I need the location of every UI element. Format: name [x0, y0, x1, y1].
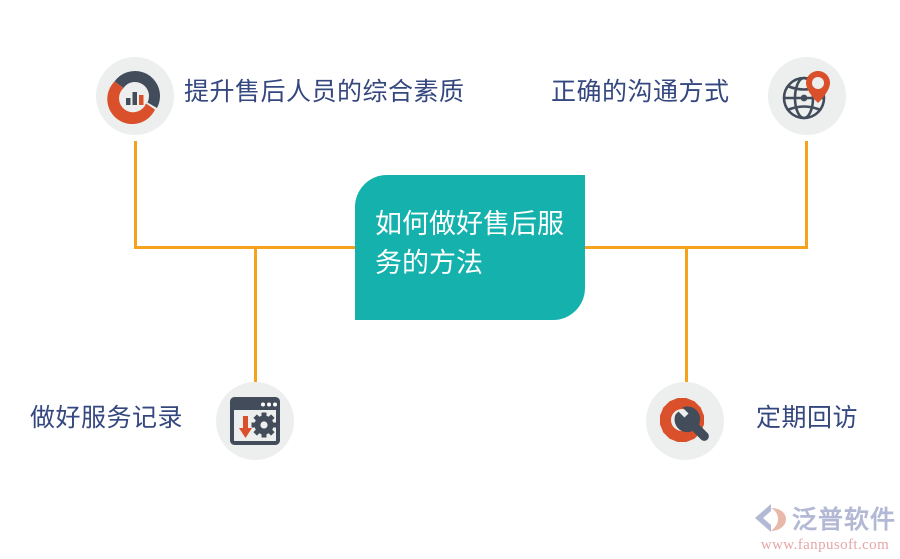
icon-browser-download-gear-circle[interactable]: [216, 382, 294, 460]
node-label-top-right: 正确的沟通方式: [551, 78, 730, 106]
browser-download-gear-icon: [230, 397, 280, 445]
node-label-bottom-left: 做好服务记录: [30, 404, 184, 432]
watermark: 泛普软件 www.fanpusoft.com: [752, 500, 898, 556]
watermark-name: 泛普软件: [791, 506, 896, 534]
connector-top-right-vertical: [805, 141, 808, 249]
connector-bottom-left-vertical: [254, 246, 257, 382]
connector-top-left-vertical: [134, 141, 137, 249]
center-topic-box: 如何做好售后服务的方法: [355, 175, 585, 320]
globe-location-pin-icon: [782, 71, 830, 120]
icon-gear-wrench-circle[interactable]: [646, 382, 724, 460]
connector-right-horizontal: [578, 246, 808, 249]
watermark-url: www.fanpusoft.com: [760, 537, 890, 553]
connector-left-horizontal: [134, 246, 362, 249]
icon-donut-bar-chart-circle[interactable]: [96, 57, 174, 135]
node-label-top-left: 提升售后人员的综合素质: [184, 78, 465, 106]
center-topic-text: 如何做好售后服务的方法: [375, 209, 564, 279]
node-label-bottom-right: 定期回访: [756, 404, 859, 432]
donut-bar-chart-icon: [107, 70, 161, 124]
fanpu-logo-icon: [754, 504, 786, 532]
gear-wrench-icon: [659, 397, 709, 443]
connector-bottom-right-vertical: [685, 246, 688, 382]
icon-globe-location-pin-circle[interactable]: [768, 57, 846, 135]
